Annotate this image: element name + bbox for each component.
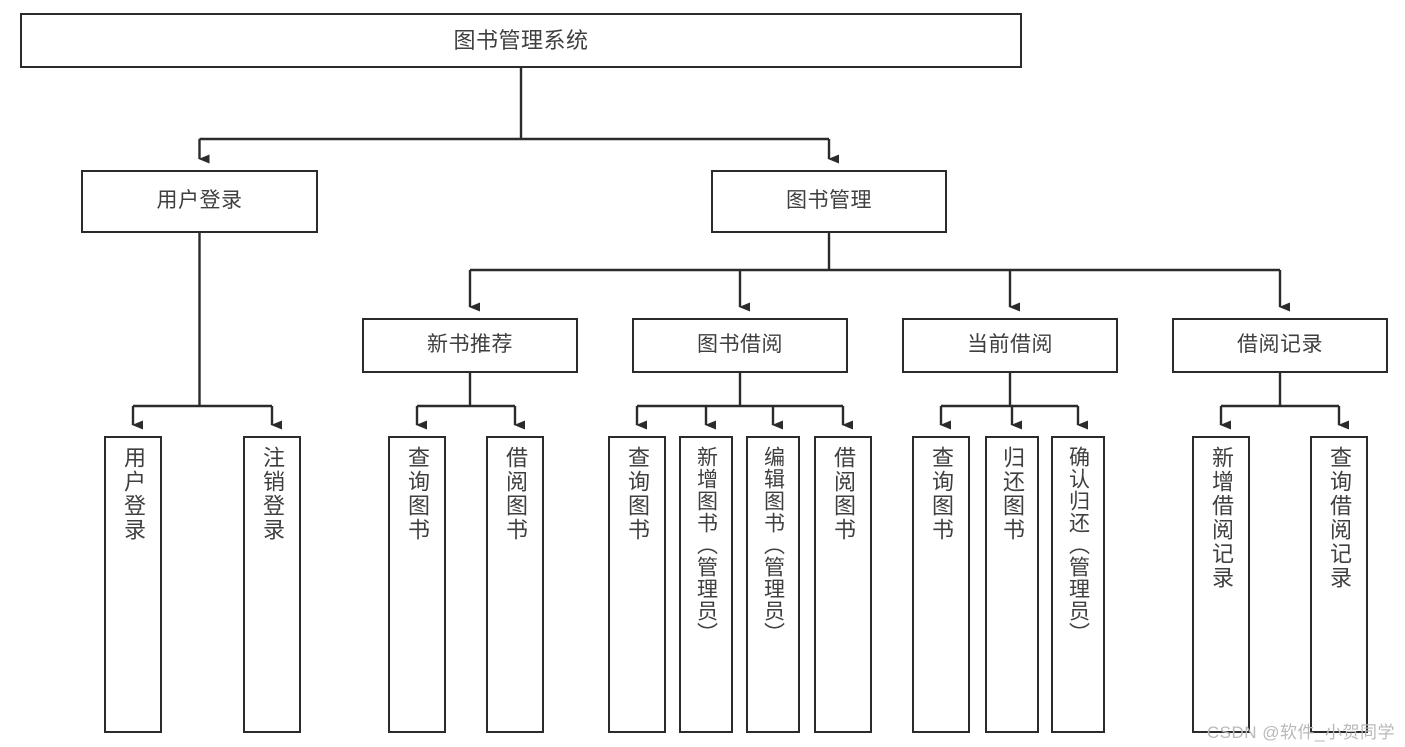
node-label: 归还图书 bbox=[1000, 446, 1025, 542]
node-label: 用户登录 bbox=[121, 446, 146, 542]
node-current-borrow[interactable]: 当前借阅 bbox=[902, 318, 1118, 373]
node-book-manage[interactable]: 图书管理 bbox=[711, 170, 947, 233]
node-leaf-leaf-borrow-book[interactable]: 借阅图书 bbox=[814, 436, 872, 733]
node-label: 借阅图书 bbox=[503, 446, 528, 542]
node-book-borrow[interactable]: 图书借阅 bbox=[632, 318, 848, 373]
node-label: 图书管理 bbox=[786, 189, 872, 213]
node-label: 查询图书 bbox=[405, 446, 430, 542]
node-leaf-leaf-query-book-borrow[interactable]: 查询图书 bbox=[608, 436, 666, 733]
node-label: 新增图书（管理员） bbox=[694, 446, 718, 644]
node-label: 用户登录 bbox=[156, 189, 243, 213]
node-borrow-record[interactable]: 借阅记录 bbox=[1172, 318, 1388, 373]
node-label: 查询图书 bbox=[929, 446, 954, 542]
node-leaf-leaf-add-book[interactable]: 新增图书（管理员） bbox=[679, 436, 733, 733]
node-leaf-leaf-return-book[interactable]: 归还图书 bbox=[985, 436, 1039, 733]
node-leaf-leaf-borrow-book-rec[interactable]: 借阅图书 bbox=[486, 436, 544, 733]
node-new-book-rec[interactable]: 新书推荐 bbox=[362, 318, 578, 373]
node-label: 新增借阅记录 bbox=[1209, 446, 1234, 590]
node-label: 借阅记录 bbox=[1237, 333, 1323, 357]
node-label: 图书管理系统 bbox=[453, 27, 589, 53]
node-label: 当前借阅 bbox=[967, 333, 1053, 357]
node-root-root[interactable]: 图书管理系统 bbox=[20, 13, 1022, 68]
node-leaf-leaf-user-logout[interactable]: 注销登录 bbox=[243, 436, 301, 733]
node-label: 查询图书 bbox=[625, 446, 650, 542]
csdn-watermark: CSDN @软件_小贺同学 bbox=[1206, 723, 1395, 742]
node-leaf-leaf-confirm-return[interactable]: 确认归还（管理员） bbox=[1051, 436, 1105, 733]
node-label: 查询借阅记录 bbox=[1327, 446, 1352, 590]
node-label: 新书推荐 bbox=[427, 333, 513, 357]
node-label: 注销登录 bbox=[260, 446, 285, 542]
node-label: 编辑图书（管理员） bbox=[761, 446, 785, 644]
node-leaf-leaf-query-book-cur[interactable]: 查询图书 bbox=[912, 436, 970, 733]
node-leaf-leaf-query-record[interactable]: 查询借阅记录 bbox=[1310, 436, 1368, 733]
node-label: 图书借阅 bbox=[697, 333, 783, 357]
node-leaf-leaf-user-login[interactable]: 用户登录 bbox=[104, 436, 162, 733]
node-leaf-leaf-query-book-rec[interactable]: 查询图书 bbox=[388, 436, 446, 733]
node-user-login[interactable]: 用户登录 bbox=[81, 170, 318, 233]
node-leaf-leaf-add-record[interactable]: 新增借阅记录 bbox=[1192, 436, 1250, 733]
node-label: 借阅图书 bbox=[831, 446, 856, 542]
node-leaf-leaf-edit-book[interactable]: 编辑图书（管理员） bbox=[746, 436, 800, 733]
node-label: 确认归还（管理员） bbox=[1066, 446, 1090, 644]
